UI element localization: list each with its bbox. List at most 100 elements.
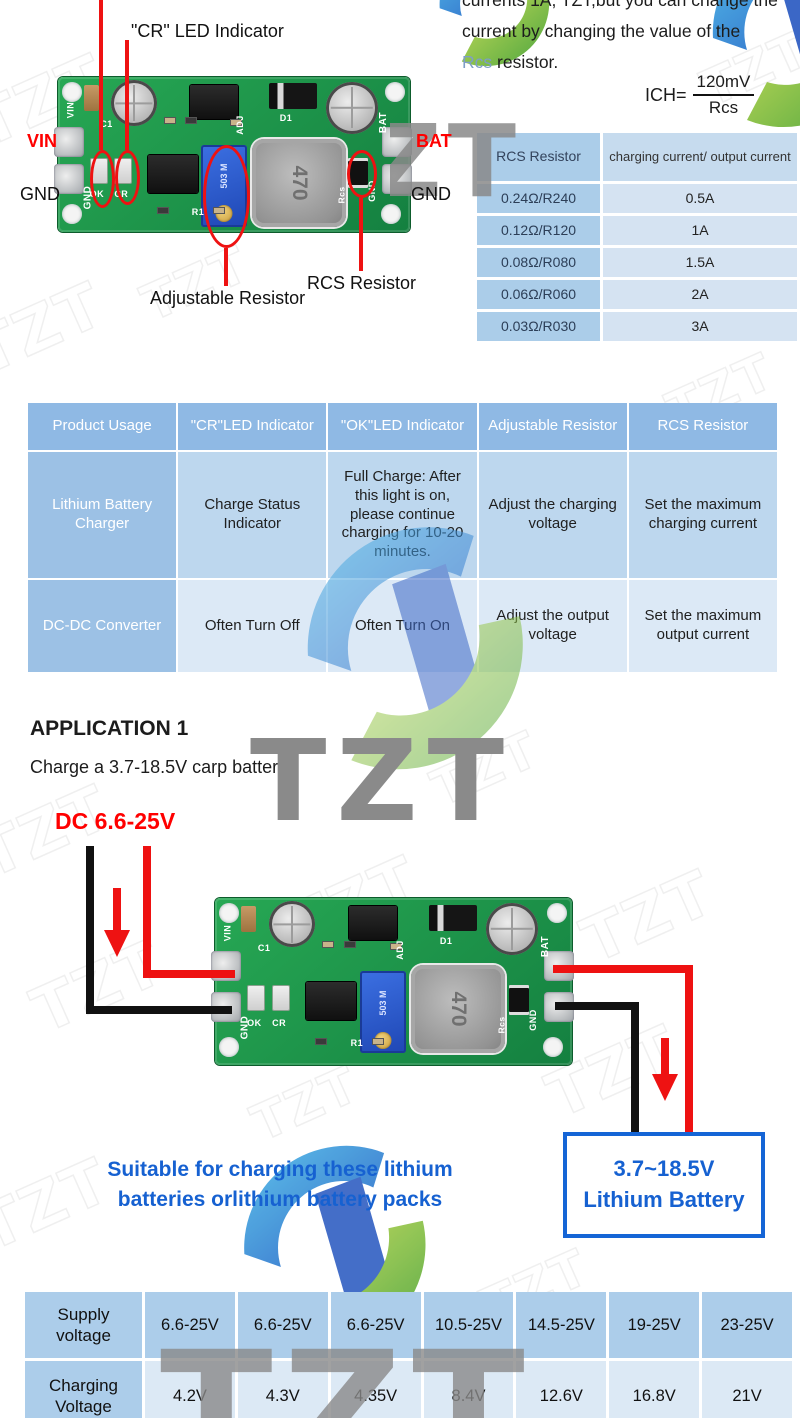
supply-voltage-cell: 6.6-25V [145, 1292, 235, 1358]
usage-table-header: Adjustable Resistor [478, 403, 627, 450]
gnd-out-wire-black [631, 1002, 639, 1135]
charging-current-formula: ICH= 120mV Rcs [645, 72, 755, 118]
tzt-brand-logo [439, 0, 550, 67]
diode-d1 [429, 904, 478, 931]
inductor-label: 470 [287, 165, 311, 201]
d1-silkscreen: D1 [279, 112, 293, 123]
tzt-brand-logo [712, 0, 800, 127]
intro-text-line1: currents 1A, TZT,but you can change the [462, 0, 778, 10]
ok-led-highlight-ellipse [90, 150, 115, 208]
adj-silkscreen: ADJ [394, 939, 405, 960]
rcs-table-cell: 2A [603, 280, 797, 309]
rcs-table-cell: 3A [603, 312, 797, 341]
usage-table-header: "CR"LED Indicator [178, 403, 327, 450]
mounting-hole [61, 204, 82, 225]
smd-component [156, 207, 169, 215]
supply-voltage-cell: 6.6-25V [330, 1292, 421, 1358]
application-subtitle: Charge a 3.7-18.5V carp battery [30, 757, 288, 777]
tzt-gray-watermark: TZT [390, 112, 522, 220]
electrolytic-capacitor [110, 80, 157, 127]
charging-voltage-cell: 8.4V [423, 1361, 514, 1418]
gnd-pad [54, 163, 85, 194]
formula-numerator: 120mV [692, 72, 755, 96]
rcs-resistor-highlight-ellipse [347, 150, 377, 198]
mounting-hole [543, 1036, 564, 1057]
cr-led-pointer-line [125, 40, 129, 150]
rcs-word: Rcs [462, 52, 493, 72]
gnd-label-right: GND [411, 184, 451, 204]
vin-pad [54, 126, 85, 157]
smd-component [184, 117, 197, 125]
supply-voltage-cell: 10.5-25V [423, 1292, 514, 1358]
usage-table-cell: Set the maximum output current [628, 580, 777, 672]
bat-silkscreen: BAT [539, 936, 551, 958]
usage-table-cell: Often Turn Off [178, 580, 327, 672]
intro-text-line3-rest: resistor. [492, 52, 559, 72]
usage-table-header: RCS Resistor [628, 403, 777, 450]
adj-silkscreen: ADJ [235, 115, 246, 136]
ic-chip [190, 84, 238, 119]
rcs-table-cell: 0.5A [603, 184, 797, 213]
gnd-wire-black [86, 846, 94, 1014]
gnd-label-left: GND [20, 184, 60, 204]
gnd-out-pad [381, 163, 412, 194]
smd-component [322, 941, 335, 949]
electrolytic-capacitor [325, 81, 378, 134]
voltage-table: Supply voltage 6.6-25V 6.6-25V 6.6-25V 1… [25, 1292, 792, 1418]
rcs-resistor-label: RCS Resistor [307, 273, 417, 293]
capacitor-c1 [84, 84, 100, 111]
adjustable-resistor-label: Adjustable Resistor [150, 288, 306, 308]
rcs-silkscreen: Rcs [497, 1016, 507, 1034]
rcs-table-cell: 0.08Ω/R080 [477, 248, 600, 277]
intro-text-line2: current by changing the value of the [462, 21, 741, 41]
pcb-board-2-slot: VIN C1 D1 OK CR 503 M ADJ 470 Rcs GND BA… [211, 898, 574, 1065]
current-flow-arrow [113, 888, 121, 932]
usage-table-cell: Charge Status Indicator [178, 452, 327, 578]
ok-led-pointer-line [99, 0, 103, 150]
charging-voltage-cell: 12.6V [516, 1361, 607, 1418]
inductor-470: 470 [411, 964, 506, 1053]
charging-voltage-cell: 4.2V [145, 1361, 235, 1418]
gnd-out-wire-black [555, 1002, 639, 1010]
capacitor-c1 [241, 906, 257, 933]
d1-silkscreen: D1 [439, 936, 453, 947]
adjustable-resistor-pointer-line [224, 248, 228, 286]
vin-silkscreen: VIN [221, 924, 232, 942]
tzt-gray-watermark: TZT [160, 1316, 535, 1418]
tzt-outline-watermark: TZT [0, 267, 115, 390]
rcs-current-sense-resistor [509, 984, 530, 1015]
gnd-silkscreen: GND [239, 1015, 251, 1039]
vin-wire-red [143, 970, 235, 978]
supply-voltage-cell: 23-25V [702, 1292, 792, 1358]
adjustable-resistor-highlight-ellipse [203, 145, 250, 248]
tzt-outline-watermark: TZT [570, 855, 725, 978]
dc-input-label: DC 6.6-25V [55, 808, 176, 834]
suitable-text-line2: batteries orlithium battery packs [117, 1188, 443, 1212]
ic-chip [147, 154, 198, 193]
rcs-resistor-pointer-line [359, 198, 363, 271]
usage-table-cell: Lithium Battery Charger [28, 452, 177, 578]
c1-silkscreen: C1 [257, 943, 271, 954]
mounting-hole [384, 81, 405, 102]
charging-voltage-cell: 16.8V [609, 1361, 700, 1418]
formula-fraction: 120mV Rcs [692, 72, 755, 118]
lithium-battery-box: 3.7~18.5V Lithium Battery [563, 1132, 765, 1238]
supply-voltage-cell: 14.5-25V [516, 1292, 607, 1358]
rcs-table-header: RCS Resistor [477, 133, 600, 181]
current-flow-arrow [661, 1038, 669, 1076]
rcs-resistor-table: RCS Resistor charging current/ output cu… [477, 133, 797, 341]
vin-label: VIN [27, 131, 58, 151]
gnd-wire-black [86, 1006, 232, 1014]
mounting-hole [546, 903, 567, 923]
charging-voltage-cell: 4.3V [237, 1361, 328, 1418]
tzt-brand-logo [307, 527, 523, 770]
cr-led [272, 984, 291, 1011]
vin-wire-red [143, 846, 151, 978]
rcs-table-cell: 0.06Ω/R060 [477, 280, 600, 309]
r1-silkscreen: R1 [191, 207, 205, 218]
tzt-outline-watermark: TZT [20, 925, 175, 1048]
electrolytic-capacitor [268, 901, 315, 948]
ic-chip [348, 906, 397, 941]
rcs-table-cell: 1.5A [603, 248, 797, 277]
